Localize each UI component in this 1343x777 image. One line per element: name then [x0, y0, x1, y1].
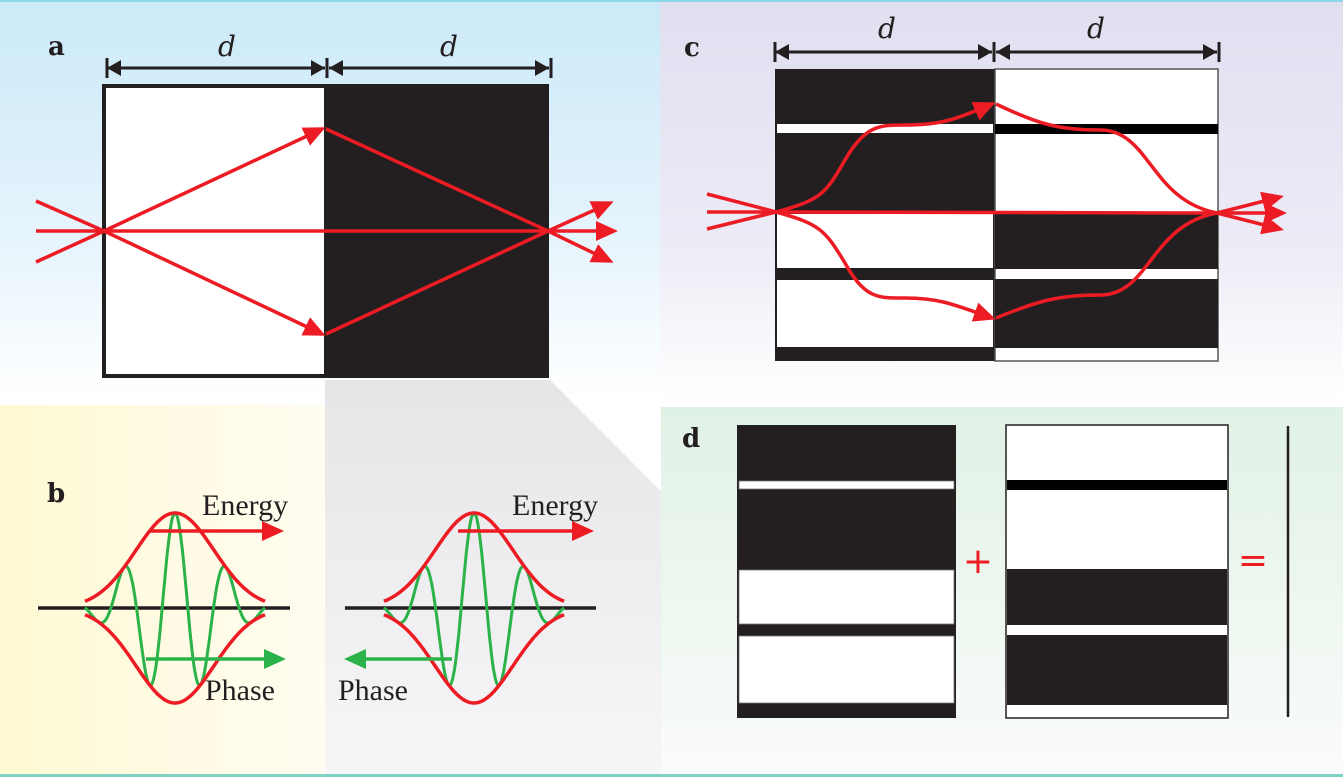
panel-b-label: b [47, 479, 65, 509]
panel-b: b Energy Phase Energy Phase [38, 479, 598, 707]
panel-a-label: a [48, 32, 65, 62]
dimension-label-d-1: d [878, 12, 896, 45]
dimension-label-d-2: d [1087, 12, 1105, 45]
dimension-bar-c [773, 42, 1221, 62]
dimension-label-d-1: d [218, 30, 236, 63]
panel-a: a d d [35, 30, 618, 378]
rays-c [706, 101, 1287, 322]
phase-label: Phase [205, 674, 275, 707]
panel-c: c d d [684, 12, 1287, 362]
slab-d-right [1005, 424, 1229, 719]
panel-c-label: c [684, 33, 700, 63]
bottom-border [0, 774, 1343, 777]
rays-a [35, 127, 618, 336]
top-border [0, 0, 1343, 2]
panel-d: d + = [682, 424, 1290, 719]
plus-sign: + [963, 541, 993, 582]
slab-left-c [775, 69, 995, 361]
wavepacket-left: Energy Phase [38, 489, 290, 707]
energy-label: Energy [202, 489, 288, 522]
envelope [383, 511, 565, 705]
dimension-label-d-2: d [440, 30, 458, 63]
panel-d-label: d [682, 424, 700, 454]
zoom-inset-background [325, 380, 661, 777]
phase-label: Phase [338, 674, 408, 707]
slab-d-left [737, 425, 956, 718]
energy-label: Energy [512, 489, 598, 522]
slab-right-c [994, 68, 1219, 362]
equals-sign: = [1238, 540, 1268, 581]
dimension-bar-a [105, 58, 553, 78]
envelope [84, 511, 266, 705]
wavepacket-right: Energy Phase [338, 489, 598, 707]
